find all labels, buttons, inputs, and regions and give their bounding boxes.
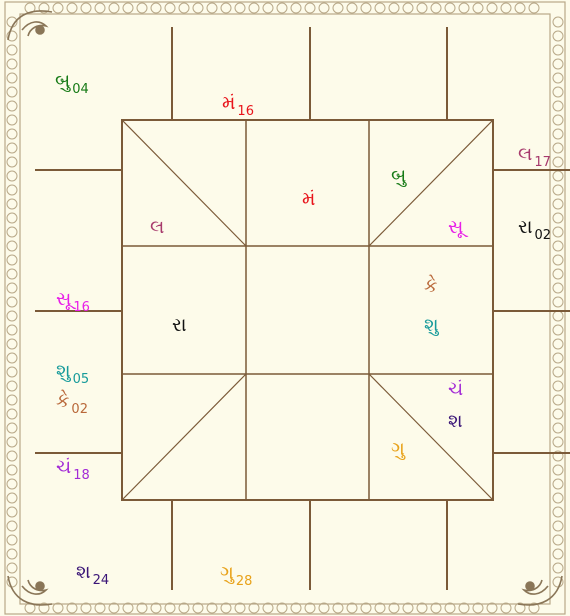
house-ketu: કે	[424, 277, 437, 296]
degree-moon: ચં18	[56, 458, 90, 477]
degree-mercury: બુ04	[55, 72, 89, 91]
house-rahu: રા	[172, 316, 186, 335]
house-sun: સૂ	[448, 218, 463, 237]
degree-venus: શુ05	[56, 362, 89, 381]
degree-mars: મં16	[222, 94, 254, 113]
house-lagna: લ	[150, 218, 164, 237]
degree-sun: સૂ16	[56, 290, 90, 309]
house-venus: શુ	[424, 316, 439, 335]
house-jupiter: ગુ	[391, 440, 405, 459]
house-mars: મં	[302, 190, 315, 209]
house-saturn: શ	[448, 412, 463, 431]
house-mercury: બુ	[391, 167, 406, 186]
degree-rahu: રા02	[518, 218, 551, 237]
degree-jupiter: ગુ28	[220, 564, 252, 583]
house-moon: ચં	[448, 380, 463, 399]
degree-ketu: કે02	[56, 392, 88, 411]
